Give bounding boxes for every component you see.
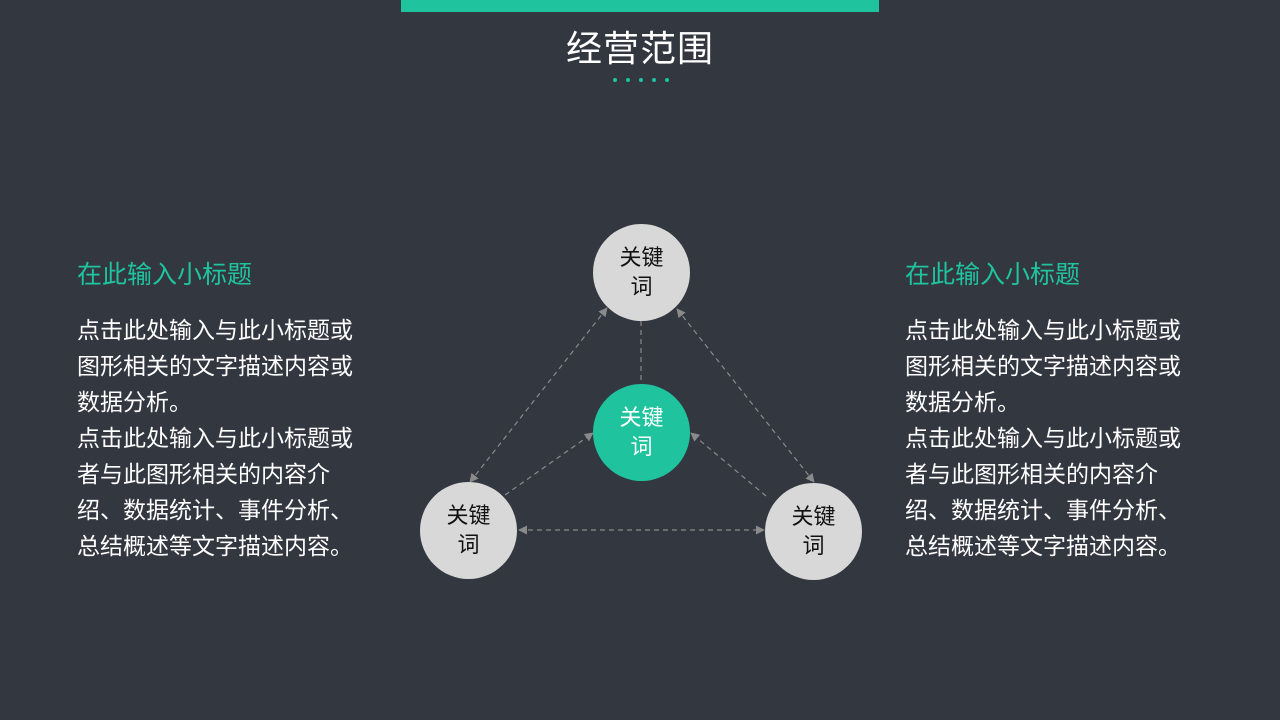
keyword-node-right-line2: 词	[802, 533, 825, 559]
title-dots-divider	[613, 78, 669, 83]
dot	[613, 78, 617, 82]
left-text-block[interactable]: 在此输入小标题 点击此处输入与此小标题或 图形相关的文字描述内容或 数据分析。 …	[77, 257, 377, 565]
right-body-line: 点击此处输入与此小标题或	[905, 426, 1181, 452]
connector-left-center	[504, 432, 594, 496]
left-body-line: 者与此图形相关的内容介	[77, 462, 330, 488]
keyword-node-right-line1: 关键	[791, 504, 836, 530]
right-body-line: 绍、数据统计、事件分析、	[905, 498, 1181, 524]
keyword-node-top-line2: 词	[630, 274, 653, 300]
right-body-line: 者与此图形相关的内容介	[905, 462, 1158, 488]
keyword-node-center[interactable]: 关键 词	[593, 384, 690, 481]
top-accent-bar	[401, 0, 879, 12]
page-title: 经营范围	[565, 29, 714, 70]
keyword-node-left[interactable]: 关键 词	[420, 482, 517, 579]
dot	[626, 78, 630, 82]
connector-right-top	[676, 308, 815, 483]
left-body-line: 点击此处输入与此小标题或	[77, 318, 353, 344]
right-text-block[interactable]: 在此输入小标题 点击此处输入与此小标题或 图形相关的文字描述内容或 数据分析。 …	[905, 257, 1205, 565]
keyword-node-center-line1: 关键	[619, 405, 664, 431]
keyword-node-top-line1: 关键	[619, 245, 664, 271]
right-body-line: 图形相关的文字描述内容或	[905, 354, 1181, 380]
left-body-line: 数据分析。	[77, 390, 192, 416]
left-body-line: 点击此处输入与此小标题或	[77, 426, 353, 452]
connector-left-top	[469, 307, 608, 483]
left-body-line: 图形相关的文字描述内容或	[77, 354, 353, 380]
left-body-line: 总结概述等文字描述内容。	[77, 534, 353, 560]
right-body-line: 数据分析。	[905, 390, 1020, 416]
keyword-node-center-line2: 词	[630, 434, 653, 460]
keyword-node-left-line2: 词	[457, 532, 480, 558]
right-subtitle[interactable]: 在此输入小标题	[905, 260, 1081, 289]
dot	[652, 78, 656, 82]
connector-right-center	[690, 432, 767, 497]
right-body-line: 点击此处输入与此小标题或	[905, 318, 1181, 344]
dot	[665, 78, 669, 82]
keyword-node-right[interactable]: 关键 词	[765, 483, 862, 580]
left-subtitle[interactable]: 在此输入小标题	[77, 260, 253, 289]
dot	[639, 78, 643, 82]
right-body-line: 总结概述等文字描述内容。	[905, 534, 1181, 560]
keyword-node-left-line1: 关键	[446, 503, 491, 529]
left-body-line: 绍、数据统计、事件分析、	[77, 498, 353, 524]
keyword-node-top[interactable]: 关键 词	[593, 224, 690, 321]
